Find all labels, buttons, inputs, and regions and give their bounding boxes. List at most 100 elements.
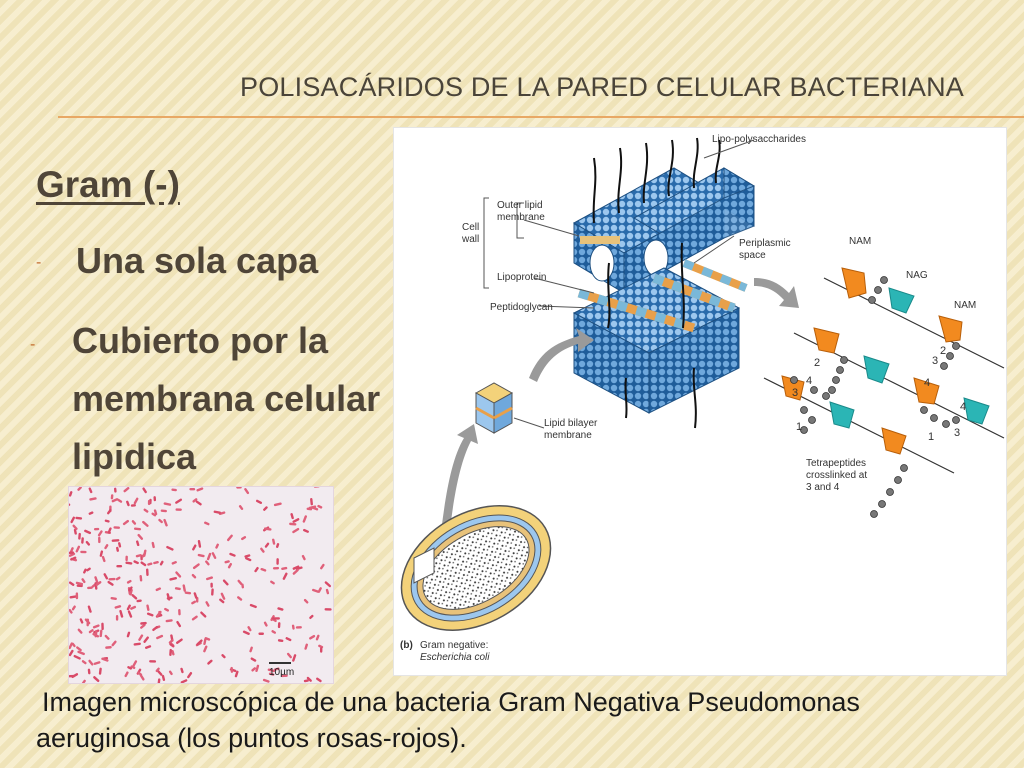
bacterium-rod [191,615,198,621]
bacterium-rod [196,487,204,492]
bacterium-rod [168,670,173,676]
bacterium-rod [156,669,163,676]
bacterium-rod [126,579,132,584]
bacterium-rod [98,536,101,544]
bacterium-rod [88,629,94,634]
bacterium-rod [146,568,149,576]
bacterium-rod [292,565,300,570]
peptide-number: 1 [796,421,802,433]
bacterium-rod [310,498,313,506]
bacterium-rod [180,667,184,674]
bacterium-rod [184,591,192,595]
label-cell: Cell [462,222,479,233]
cell-wall-bracket [483,139,755,309]
bacterium-rod [272,566,280,570]
bacterium-rod [126,604,131,611]
bacterium-rod [126,500,130,507]
peptide-number: 4 [960,401,966,413]
bacterium-rod [72,524,78,530]
bacterium-rod [163,502,172,506]
bacterium-rod [260,547,265,553]
bacterium-rod [324,581,332,588]
label-periplasmic: Periplasmic [739,238,791,249]
bacterium-rod [81,537,84,544]
bacterium-rod [146,604,150,611]
peptide-number: 3 [932,355,938,367]
bacterium-rod [151,512,157,517]
bacterium-rod [249,603,257,609]
bacterium-rod [139,575,143,582]
bacterium-rod [263,527,272,531]
label-nag: NAG [906,270,928,281]
peptide-number: 1 [928,431,934,443]
bacterium-rod [77,628,83,634]
bacterium-rod [85,540,91,546]
bacterium-rod [128,586,133,592]
bacterium-rod [69,581,75,586]
bacterium-rod [295,626,302,629]
bacterium-rod [77,487,82,491]
label-outer-membrane: membrane [497,212,545,223]
peptide-number: 3 [792,387,798,399]
label-3-and-4: 3 and 4 [806,482,840,493]
bacterium-rod [105,646,112,649]
bacterium-rod [277,622,281,629]
bacterium-rod [147,562,153,566]
bacterium-rod [88,511,94,515]
bacterium-rod [182,584,186,592]
bacterium-rod [175,498,183,504]
bacterium-rod [104,544,109,550]
lipid-bilayer-cube [474,382,514,434]
bacterium-rod [169,648,172,657]
bacterium-rod [155,587,162,592]
bacterium-rod [306,676,312,682]
bacterium-rod [205,601,210,607]
bacterium-rod [92,624,100,629]
bacterium-rod [277,639,284,643]
bullet-marker: - [30,336,36,353]
bacterium-rod [101,622,104,631]
peptide-number: 2 [814,357,820,369]
bacterium-rod [255,664,260,673]
bacterium-rod [143,549,147,557]
bacterium-rod [320,563,325,570]
bacterium-rod [292,654,297,662]
bacterium-rod [135,554,142,558]
bacterium-rod [81,578,86,584]
label-nam-1: NAM [849,236,871,247]
bacterium-rod [69,642,73,650]
bacterium-rod [155,667,160,673]
bacterium-rod [291,624,295,630]
label-outer-lipid: Outer lipid [497,200,543,211]
bacterium-rod [272,617,280,620]
bacterium-rod [139,674,145,681]
bacterium-rod [224,560,230,564]
bacterium-rod [78,532,81,540]
bacterium-rod [192,544,197,551]
bacterium-rod [95,581,102,587]
bacterium-rod [219,598,225,604]
bacterium-rod [171,488,177,492]
label-lipid-bilayer-membrane: membrane [544,430,592,441]
bacterium-rod [108,577,116,581]
bacterium-rod [175,571,182,578]
bacterium-rod [104,519,110,523]
bacterium-rod [86,618,90,627]
scale-bar-label: 10µm [269,667,294,678]
bacterium-rod [247,626,252,632]
bacterium-rod [263,621,268,627]
bacterium-rod [81,660,87,665]
label-lipo-polysaccharides: Lipo-polysaccharides [712,134,806,145]
label-space: space [739,250,766,261]
bacterium-rod [218,511,226,515]
bacterium-rod [304,643,308,650]
bacterium-rod [254,566,259,573]
bacterium-rod [166,545,174,551]
bacterium-rod [191,573,197,579]
bacterium-rod [71,605,76,611]
bacterium-rod [127,610,133,618]
bacterial-cell [400,505,552,631]
bacterium-rod [138,634,144,641]
bacterium-rod [124,671,129,678]
peptide-number: 2 [940,345,946,357]
